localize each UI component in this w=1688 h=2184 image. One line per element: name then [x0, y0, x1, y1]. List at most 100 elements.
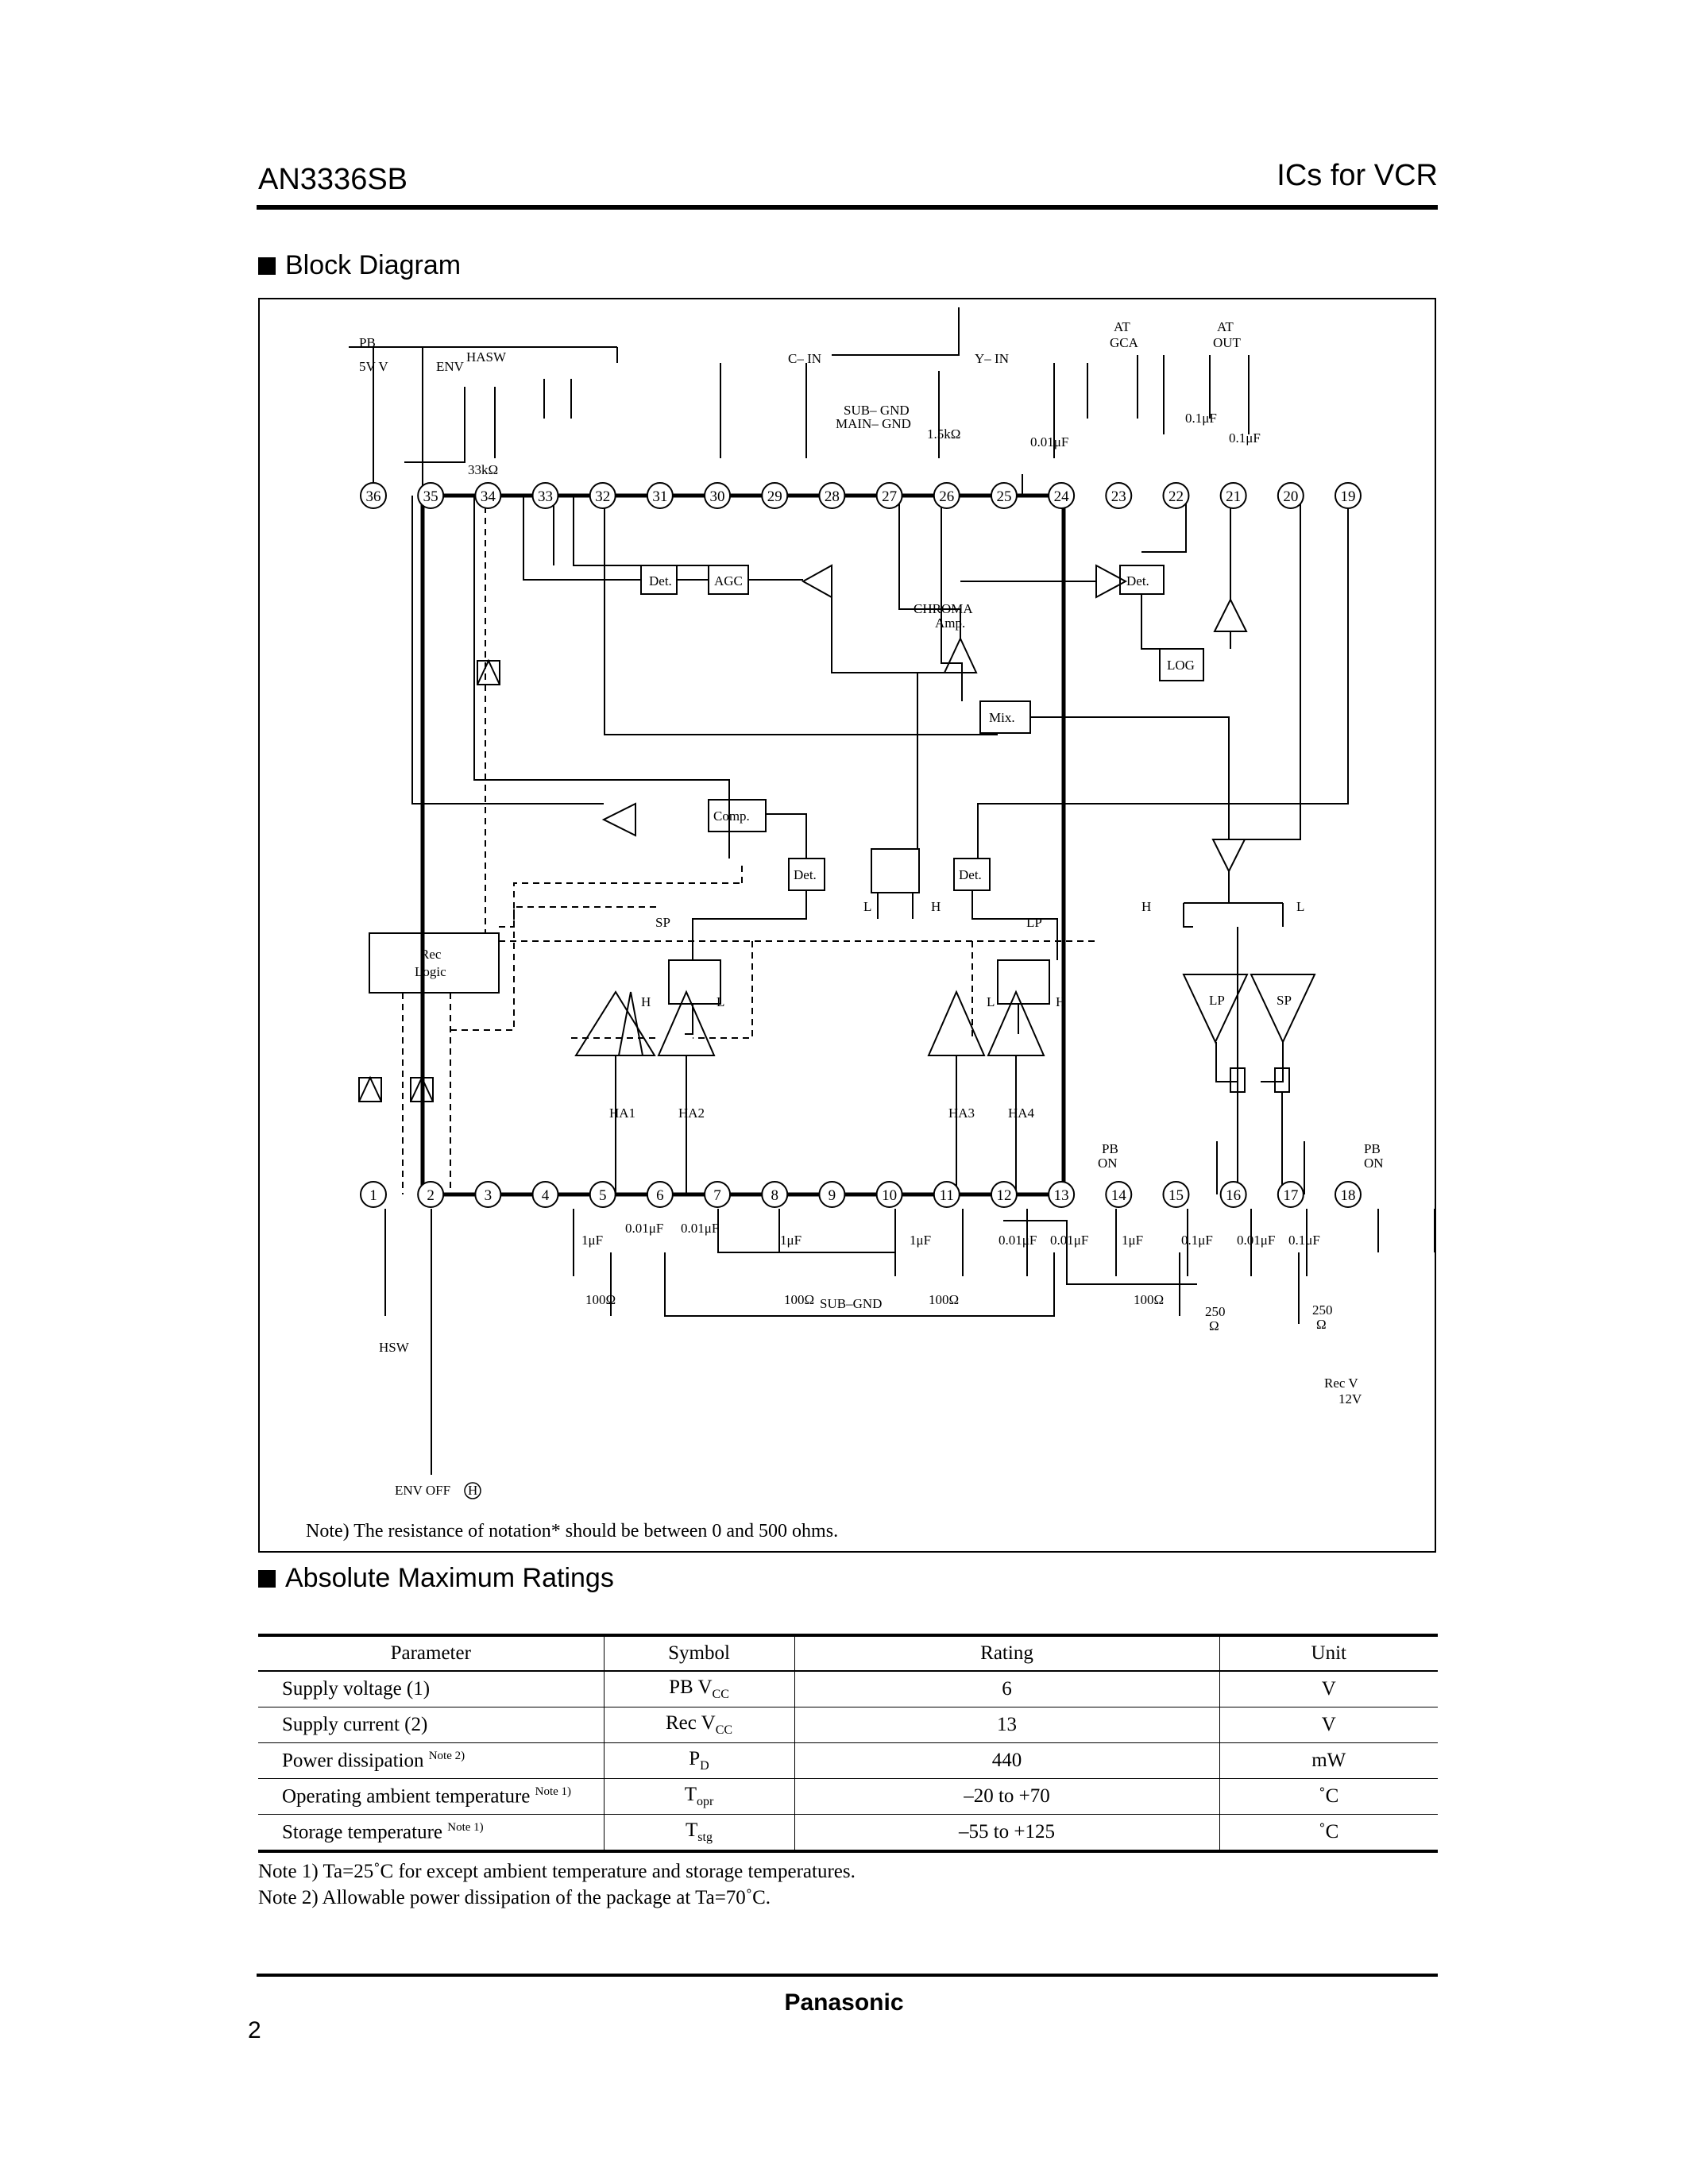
- svg-text:29: 29: [767, 488, 782, 505]
- at-out-label: AT: [1217, 319, 1234, 334]
- lp-label: LP: [1026, 915, 1042, 930]
- pin-3: 3: [474, 1181, 502, 1208]
- h-circ-label: H: [468, 1483, 477, 1498]
- r100-label: 100Ω: [585, 1292, 616, 1307]
- abs-max-table: Parameter Symbol Rating Unit Supply volt…: [258, 1634, 1438, 1853]
- pin-25: 25: [990, 482, 1018, 509]
- ha4-amp: HA4: [1008, 1106, 1035, 1121]
- pb-label: PB: [359, 335, 376, 350]
- pin-19: 19: [1335, 482, 1362, 509]
- symbol-cell: PB VCC: [603, 1671, 794, 1707]
- col-symbol: Symbol: [603, 1634, 794, 1672]
- lp-amp: LP: [1209, 993, 1225, 1008]
- pin-11: 11: [933, 1181, 960, 1208]
- at-gca-label-2: GCA: [1110, 335, 1139, 350]
- col-parameter: Parameter: [258, 1634, 604, 1672]
- rating-cell: 440: [794, 1742, 1219, 1779]
- pb-on-label-2: ON: [1098, 1156, 1118, 1171]
- block-diagram-svg: 3635343332313029282726252423222120191234…: [349, 307, 1435, 1499]
- svg-text:2: 2: [427, 1187, 435, 1204]
- c01a-label: 0.1μF: [1185, 411, 1217, 426]
- svg-text:26: 26: [939, 488, 954, 505]
- mix-block: Mix.: [989, 710, 1015, 725]
- svg-text:21: 21: [1226, 488, 1241, 505]
- r250-label: 250: [1312, 1302, 1333, 1318]
- block-diagram-heading: Block Diagram: [258, 250, 461, 281]
- param-cell: Storage temperature Note 1): [258, 1814, 604, 1853]
- pin-18: 18: [1335, 1181, 1362, 1208]
- rec-vcc-label: Rec V: [1324, 1376, 1358, 1391]
- rating-cell: 6: [794, 1671, 1219, 1707]
- header-rule: [257, 205, 1438, 210]
- main-gnd-label: MAIN– GND: [836, 416, 911, 431]
- pin-20: 20: [1277, 482, 1304, 509]
- svg-text:36: 36: [366, 488, 381, 505]
- svg-text:8: 8: [771, 1187, 778, 1204]
- svg-text:5: 5: [599, 1187, 607, 1204]
- svg-text:13: 13: [1054, 1187, 1069, 1204]
- c01c-label: 0.1μF: [1181, 1233, 1213, 1248]
- col-rating: Rating: [794, 1634, 1219, 1672]
- ha3-amp: HA3: [948, 1106, 975, 1121]
- svg-text:23: 23: [1111, 488, 1126, 505]
- symbol-cell: Topr: [603, 1778, 794, 1815]
- svg-text:19: 19: [1341, 488, 1356, 505]
- c001b-label: 0.01μF: [625, 1221, 663, 1236]
- chroma-amp-label-2: Amp.: [935, 615, 965, 631]
- rating-cell: –20 to +70: [794, 1778, 1219, 1815]
- svg-text:14: 14: [1111, 1187, 1127, 1204]
- svg-text:27: 27: [882, 488, 897, 505]
- svg-text:17: 17: [1283, 1187, 1298, 1204]
- ha2-amp: HA2: [678, 1106, 705, 1121]
- svg-text:11: 11: [940, 1187, 954, 1204]
- switch-h-label: H: [931, 899, 941, 914]
- pin-27: 27: [875, 482, 903, 509]
- chroma-amp-label: CHROMA: [914, 601, 973, 616]
- svg-text:16: 16: [1226, 1187, 1241, 1204]
- rec-logic-block-2: Logic: [415, 964, 446, 979]
- svg-text:7: 7: [713, 1187, 721, 1204]
- sub-gnd-b-label: SUB–GND: [820, 1296, 882, 1311]
- symbol-cell: Rec VCC: [603, 1707, 794, 1743]
- svg-text:18: 18: [1341, 1187, 1356, 1204]
- table-row: Storage temperature Note 1)Tstg–55 to +1…: [258, 1814, 1438, 1853]
- c01b-label: 0.1μF: [1229, 430, 1261, 446]
- unit-cell: ˚C: [1219, 1814, 1438, 1853]
- switch-h-label: H: [1056, 994, 1065, 1009]
- env-off-label: ENV OFF: [395, 1483, 450, 1498]
- pin-12: 12: [990, 1181, 1018, 1208]
- bullet-square-icon: [258, 257, 276, 275]
- log-block: LOG: [1167, 658, 1195, 673]
- at-gca-label: AT: [1114, 319, 1130, 334]
- circle-h-icon: [464, 1482, 481, 1499]
- pb-on-label: PB: [1102, 1141, 1118, 1156]
- symbol-cell: Tstg: [603, 1814, 794, 1853]
- svg-text:35: 35: [423, 488, 438, 505]
- r250-label-2: Ω: [1316, 1317, 1327, 1332]
- unit-cell: mW: [1219, 1742, 1438, 1779]
- svg-text:22: 22: [1168, 488, 1184, 505]
- c001b-label: 0.01μF: [1050, 1233, 1088, 1248]
- c001-label: 0.01μF: [1030, 434, 1068, 450]
- switch-h-label: H: [641, 994, 651, 1009]
- bullet-square-icon: [258, 1569, 276, 1588]
- svg-text:33: 33: [538, 488, 553, 505]
- note-2: Note 2) Allowable power dissipation of t…: [258, 1887, 771, 1908]
- ha1-amp: HA1: [609, 1106, 635, 1121]
- r100-label: 100Ω: [1134, 1292, 1164, 1307]
- svg-text:10: 10: [882, 1187, 897, 1204]
- rec-logic-block: Rec: [420, 947, 442, 962]
- note-1: Note 1) Ta=25˚C for except ambient tempe…: [258, 1861, 856, 1882]
- pin-35: 35: [417, 482, 445, 509]
- param-cell: Power dissipation Note 2): [258, 1742, 604, 1779]
- pin-32: 32: [589, 482, 616, 509]
- c1u-label: 1μF: [780, 1233, 802, 1248]
- sp-label: SP: [655, 915, 670, 930]
- switch-h-label: H: [1141, 899, 1151, 914]
- page-number: 2: [248, 2017, 261, 2043]
- table-notes: Note 1) Ta=25˚C for except ambient tempe…: [258, 1858, 856, 1911]
- pin-1: 1: [360, 1181, 387, 1208]
